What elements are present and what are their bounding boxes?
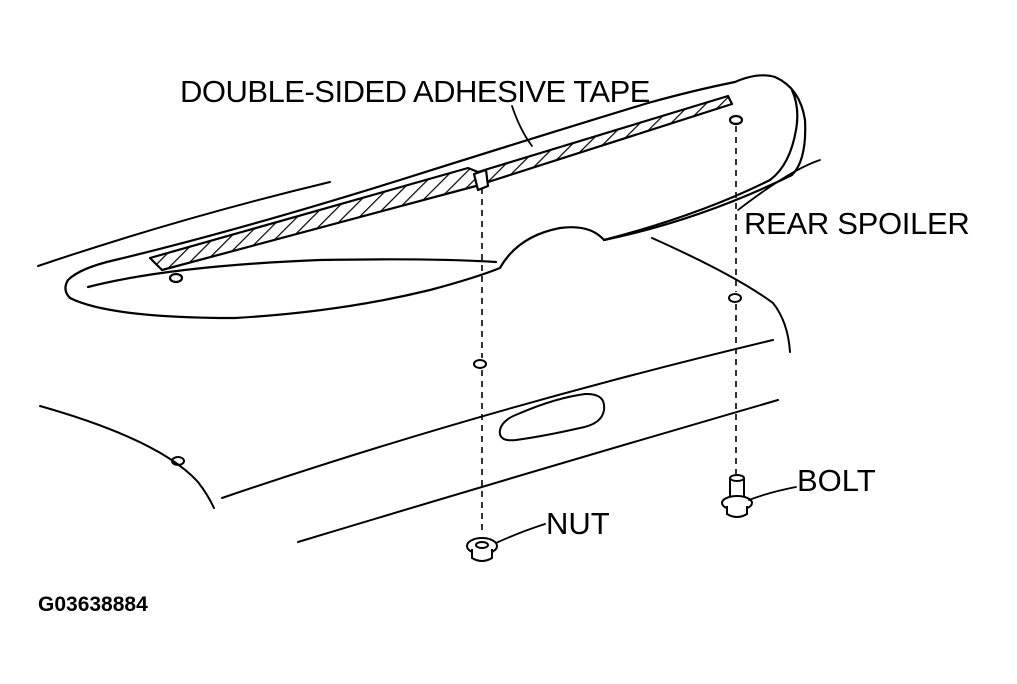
rear-fender-line [39, 405, 215, 509]
spoiler-label: REAR SPOILER [744, 206, 970, 241]
center-stud [472, 168, 490, 192]
nut-label: NUT [546, 506, 610, 541]
bolt-head [726, 506, 748, 518]
bolt-label: BOLT [797, 463, 876, 498]
spoiler-hole-right [728, 114, 744, 126]
body-hole [171, 456, 185, 466]
spoiler-top-edge [602, 88, 799, 242]
spoiler-leader-line [737, 159, 821, 211]
spoiler-bottom-lip [86, 258, 498, 289]
spoiler-hole-left [168, 272, 184, 284]
trunk-lid-lower-edge [221, 339, 774, 499]
tape-label: DOUBLE-SIDED ADHESIVE TAPE [180, 74, 650, 109]
bolt-part [721, 474, 753, 518]
trunk-lid-edge-line [37, 181, 331, 267]
trunk-hole-center [473, 359, 487, 369]
key-cylinder-opening [498, 392, 606, 442]
nut-hole [475, 541, 489, 549]
nut-leader-line [495, 523, 546, 544]
bolt-leader-line [748, 486, 797, 501]
bolt-tip [729, 474, 745, 482]
tape-leader-line [511, 105, 533, 147]
adhesive-tape-strip [148, 94, 734, 272]
body-line-right [651, 237, 791, 353]
figure-code: G03638884 [38, 593, 148, 616]
nut-part [466, 537, 498, 562]
bumper-line [297, 399, 779, 543]
trunk-hole-right [728, 293, 742, 303]
rear-spoiler [64, 74, 807, 320]
nut-body [471, 549, 493, 562]
